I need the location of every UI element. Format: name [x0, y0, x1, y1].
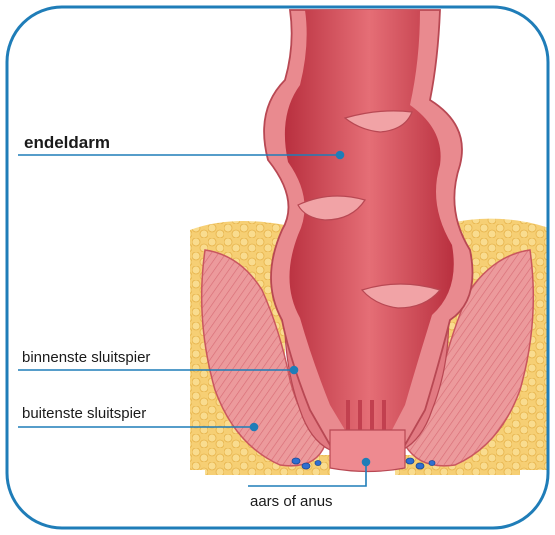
leader-anus-dot	[363, 459, 370, 466]
label-external-sphincter: buitenste sluitspier	[22, 405, 146, 422]
label-internal-sphincter: binnenste sluitspier	[22, 349, 150, 366]
leader-internal-sphincter-dot	[291, 367, 298, 374]
leader-external-sphincter-dot	[251, 424, 258, 431]
label-rectum: endeldarm	[24, 133, 110, 153]
leader-rectum-dot	[337, 152, 344, 159]
label-anus: aars of anus	[250, 493, 333, 510]
